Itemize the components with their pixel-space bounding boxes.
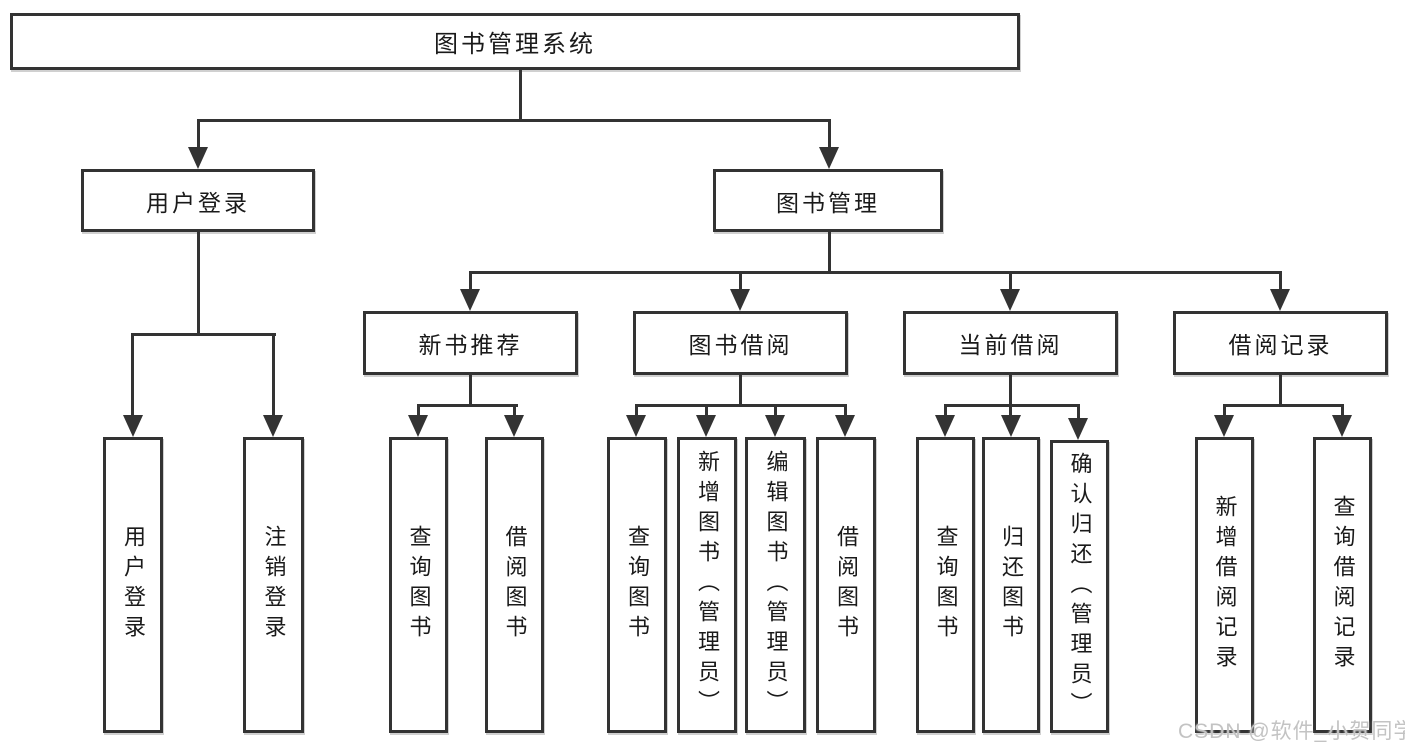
leaf-borrow-books: 借阅图书 xyxy=(816,437,876,733)
node-label: 确认归还（管理员） xyxy=(1067,451,1093,722)
node-label: 图书管理 xyxy=(776,189,880,216)
connector-borrow-records-trunk xyxy=(1279,375,1282,407)
arrow-down-icon xyxy=(935,415,955,437)
connector-current-borrow-split xyxy=(944,404,1080,407)
arrow-down-icon xyxy=(696,415,716,437)
leaf-return-books: 归还图书 xyxy=(982,437,1040,733)
connector-to-leaf-logout xyxy=(272,333,275,417)
connector-root-split xyxy=(197,119,831,122)
node-label: 查询图书 xyxy=(933,525,959,645)
node-label: 查询借阅记录 xyxy=(1330,495,1356,675)
arrow-down-icon xyxy=(188,147,208,169)
connector-leaf-stub xyxy=(944,404,947,418)
node-label: 图书管理系统 xyxy=(434,31,596,58)
node-user-login: 用户登录 xyxy=(81,169,315,232)
connector-leaf-stub xyxy=(774,404,777,418)
connector-leaf-stub xyxy=(705,404,708,418)
leaf-borrow-books-recommend: 借阅图书 xyxy=(485,437,544,733)
arrow-down-icon xyxy=(408,415,428,437)
connector-user-login-trunk xyxy=(197,231,200,335)
node-label: 当前借阅 xyxy=(958,332,1063,358)
node-label: 借阅图书 xyxy=(834,525,859,645)
connector-to-current-borrow xyxy=(1009,271,1012,291)
connector-leaf-stub xyxy=(844,404,847,418)
node-book-borrowing: 图书借阅 xyxy=(633,311,848,375)
node-book-management: 图书管理 xyxy=(713,169,943,232)
arrow-down-icon xyxy=(765,415,785,437)
node-library-management-system: 图书管理系统 xyxy=(10,13,1020,70)
node-label: 注销登录 xyxy=(261,525,287,645)
leaf-logout: 注销登录 xyxy=(243,437,304,733)
connector-leaf-stub xyxy=(1223,404,1226,418)
arrow-down-icon xyxy=(819,147,839,169)
connector-book-management-trunk xyxy=(828,232,831,274)
connector-leaf-stub xyxy=(1077,404,1080,418)
node-new-book-recommendation: 新书推荐 xyxy=(363,311,578,375)
arrow-down-icon xyxy=(626,415,646,437)
connector-new-book-split xyxy=(417,404,518,407)
node-label: 新增图书（管理员） xyxy=(695,450,720,720)
connector-to-new-book xyxy=(469,271,472,291)
node-label: 新书推荐 xyxy=(418,332,523,358)
leaf-add-borrow-record: 新增借阅记录 xyxy=(1195,437,1254,733)
arrow-down-icon xyxy=(1000,289,1020,311)
connector-leaf-stub xyxy=(635,404,638,418)
node-label: 编辑图书（管理员） xyxy=(763,450,789,720)
leaf-user-login: 用户登录 xyxy=(103,437,163,733)
node-label: 查询图书 xyxy=(625,525,650,645)
node-label: 借阅记录 xyxy=(1228,332,1333,358)
connector-to-leaf-user-login xyxy=(131,333,134,417)
leaf-confirm-return-admin: 确认归还（管理员） xyxy=(1050,440,1109,733)
arrow-down-icon xyxy=(1270,289,1290,311)
node-label: 用户登录 xyxy=(146,189,250,216)
arrow-down-icon xyxy=(1214,415,1234,437)
connector-to-user-login xyxy=(197,119,200,151)
leaf-edit-books-admin: 编辑图书（管理员） xyxy=(745,437,806,733)
connector-user-login-split xyxy=(131,333,276,336)
arrow-down-icon xyxy=(730,289,750,311)
connector-current-borrow-trunk xyxy=(1009,375,1012,407)
connector-leaf-stub xyxy=(1009,404,1012,418)
connector-root-trunk xyxy=(519,70,522,120)
leaf-query-books-current: 查询图书 xyxy=(916,437,975,733)
connector-new-book-trunk xyxy=(469,375,472,407)
arrow-down-icon xyxy=(1332,415,1352,437)
arrow-down-icon xyxy=(460,289,480,311)
connector-book-management-split xyxy=(469,271,1282,274)
connector-to-borrow-records xyxy=(1279,271,1282,291)
arrow-down-icon xyxy=(504,415,524,437)
connector-to-book-borrow xyxy=(739,271,742,291)
connector-book-borrow-split xyxy=(635,404,847,407)
node-current-borrowing: 当前借阅 xyxy=(903,311,1118,375)
watermark: CSDN @软件_小贺同学 xyxy=(1178,720,1405,743)
node-label: 查询图书 xyxy=(406,525,432,645)
leaf-add-books-admin: 新增图书（管理员） xyxy=(677,437,737,733)
node-label: 新增借阅记录 xyxy=(1212,495,1238,675)
arrow-down-icon xyxy=(835,415,855,437)
connector-leaf-stub xyxy=(513,404,516,418)
node-label: 用户登录 xyxy=(121,525,146,645)
connector-to-book-management xyxy=(828,119,831,151)
connector-leaf-stub xyxy=(1341,404,1344,418)
arrow-down-icon xyxy=(263,415,283,437)
arrow-down-icon xyxy=(1068,418,1088,440)
node-label: 图书借阅 xyxy=(688,332,793,358)
node-borrowing-records: 借阅记录 xyxy=(1173,311,1388,375)
node-label: 借阅图书 xyxy=(502,525,528,645)
leaf-query-borrow-record: 查询借阅记录 xyxy=(1313,437,1372,733)
connector-leaf-stub xyxy=(417,404,420,418)
connector-book-borrow-trunk xyxy=(739,375,742,407)
arrow-down-icon xyxy=(123,415,143,437)
connector-borrow-records-split xyxy=(1223,404,1344,407)
arrow-down-icon xyxy=(1001,415,1021,437)
leaf-query-books-recommend: 查询图书 xyxy=(389,437,448,733)
leaf-query-books-borrow: 查询图书 xyxy=(607,437,667,733)
node-label: 归还图书 xyxy=(999,525,1024,645)
